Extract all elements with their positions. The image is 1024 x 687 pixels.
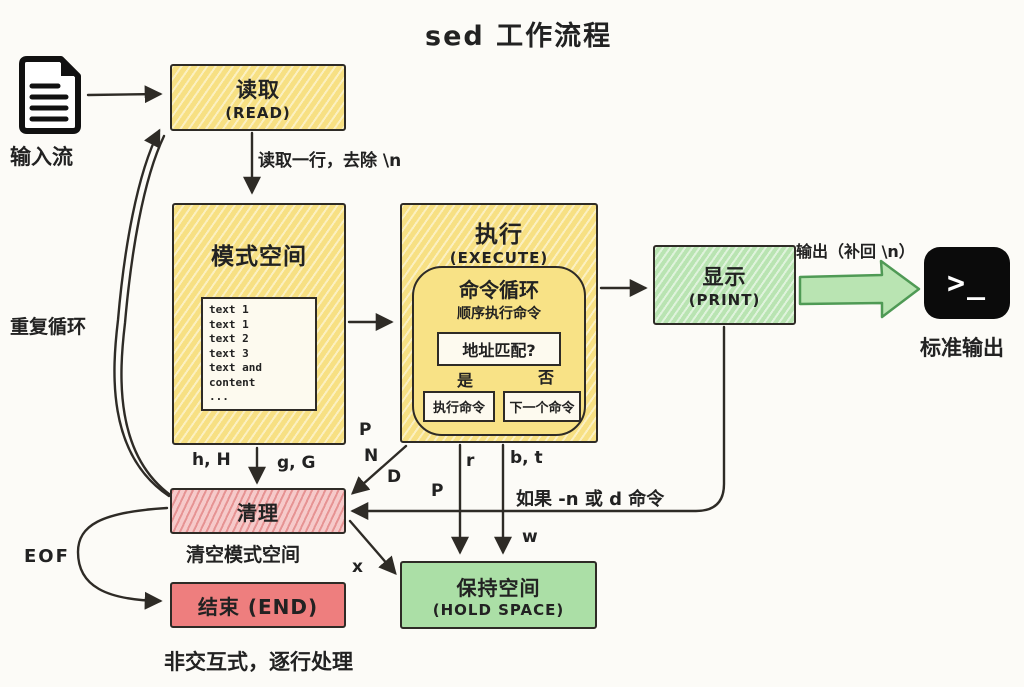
read-title: 读取 — [236, 77, 280, 102]
decision-address-match: 地址匹配? — [437, 332, 561, 366]
terminal-icon: >_ — [924, 247, 1010, 319]
document-icon — [19, 56, 81, 134]
edge-label-output: 输出（补回 \n） — [796, 242, 915, 261]
edge-label-N-stack: N — [364, 446, 379, 466]
arrow-execute-to-cleanup-PND — [350, 444, 408, 495]
edge-label-D-stack: D — [387, 467, 402, 487]
hold-space-title: 保持空间 — [456, 575, 541, 600]
hold-space-subtitle: (HOLD SPACE) — [432, 600, 565, 619]
edge-label-if-n-or-d: 如果 -n 或 d 命令 — [516, 489, 665, 510]
node-cleanup: 清理 — [170, 488, 346, 534]
node-print: 显示 (PRINT) — [653, 245, 796, 325]
footer-note: 非交互式，逐行处理 — [164, 650, 353, 674]
run-command-label: 执行命令 — [432, 401, 485, 416]
buffer-line: text and content — [209, 361, 262, 389]
cleanup-title: 清理 — [237, 500, 279, 525]
decision-label: 地址匹配? — [462, 341, 536, 360]
read-subtitle: (READ) — [225, 103, 291, 122]
buffer-line: text 2 — [209, 332, 249, 345]
edge-label-r: r — [466, 451, 475, 471]
buffer-line: text 3 — [209, 346, 249, 360]
buffer-line: text 1 — [209, 303, 249, 316]
print-subtitle: (PRINT) — [688, 291, 761, 309]
command-loop-title: 命令循环 — [459, 278, 539, 302]
arrow-input-to-read — [86, 85, 163, 104]
edge-label-eof: EOF — [24, 546, 70, 567]
edge-label-w: w — [522, 527, 538, 547]
buffer-line: ... — [209, 390, 229, 403]
box-run-command: 执行命令 — [423, 391, 495, 422]
node-pattern-space: 模式空间 text 1 text 1 text 2 text 3 text an… — [172, 203, 346, 445]
edge-label-repeat-loop: 重复循环 — [10, 316, 87, 338]
loop-cleanup-to-read-inner — [120, 134, 178, 501]
edge-label-b-t: b, t — [510, 448, 543, 468]
command-loop-subtitle: 顺序执行命令 — [457, 306, 541, 322]
buffer-line: text 1 — [209, 317, 249, 331]
decision-yes-label: 是 — [457, 371, 474, 390]
print-title: 显示 — [702, 265, 747, 289]
edge-label-P-line: P — [431, 481, 444, 501]
edge-label-x: x — [352, 557, 363, 577]
arrow-print-to-cleanup — [350, 325, 726, 520]
arrow-cleanup-to-hold-x — [348, 519, 397, 576]
box-next-command: 下一个命令 — [503, 391, 581, 422]
node-end: 结束 (END) — [170, 582, 346, 628]
node-hold-space: 保持空间 (HOLD SPACE) — [400, 561, 597, 629]
loop-cleanup-to-read-outer — [113, 128, 171, 498]
stdout-label: 标准输出 — [920, 336, 1004, 360]
pattern-space-title: 模式空间 — [211, 244, 307, 270]
edge-label-g-G: g, G — [277, 453, 316, 473]
edge-label-read-line: 读取一行，去除 \n — [258, 151, 402, 171]
page-title: sed 工作流程 — [425, 21, 613, 52]
cleanup-caption: 清空模式空间 — [186, 544, 301, 566]
edge-label-P-stack: P — [359, 420, 372, 440]
arrow-cleanup-eof-to-end — [76, 506, 169, 610]
input-stream-label: 输入流 — [10, 145, 73, 169]
execute-title: 执行 — [475, 222, 523, 248]
execute-subtitle: (EXECUTE) — [449, 249, 549, 267]
decision-no-label: 否 — [538, 368, 555, 387]
block-arrow-print-to-stdout — [798, 259, 921, 319]
next-command-label: 下一个命令 — [509, 401, 575, 416]
pattern-space-buffer: text 1 text 1 text 2 text 3 text and con… — [201, 297, 317, 411]
terminal-prompt: >_ — [946, 265, 988, 301]
node-read: 读取 (READ) — [170, 64, 346, 131]
edge-label-h-H: h, H — [192, 450, 231, 470]
end-title: 结束 (END) — [197, 594, 319, 619]
